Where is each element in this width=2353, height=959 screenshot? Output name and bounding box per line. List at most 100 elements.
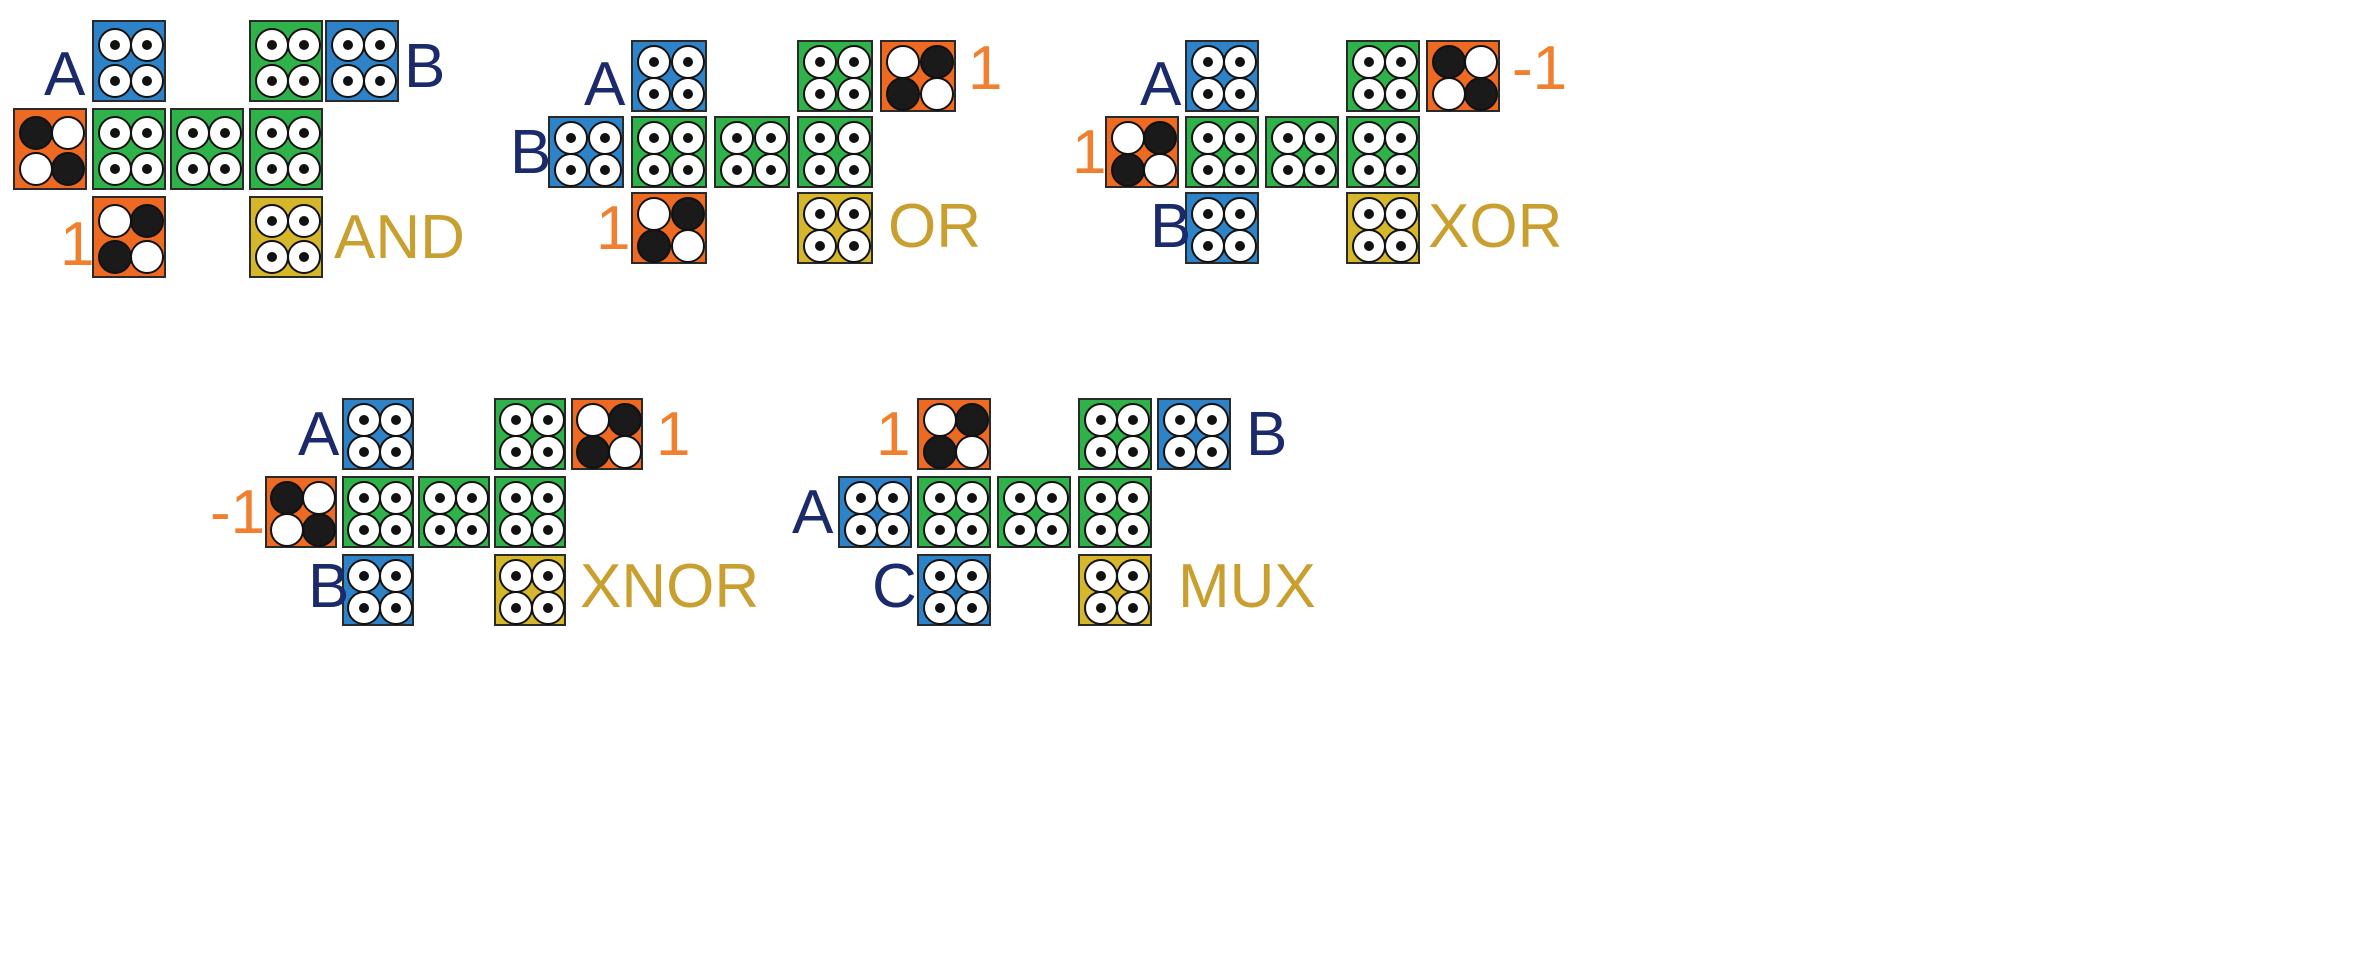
open-hole-icon — [803, 121, 838, 156]
open-hole-icon — [1083, 559, 1118, 594]
open-hole-icon — [97, 64, 132, 99]
and-constant-block — [13, 108, 87, 190]
open-hole-icon — [587, 121, 622, 156]
open-hole-icon — [254, 203, 289, 238]
xnor-input-block — [342, 554, 414, 626]
open-hole-icon — [843, 512, 878, 547]
or-input-block — [548, 116, 624, 188]
open-hole-icon — [922, 590, 957, 625]
open-hole-icon — [836, 197, 871, 232]
xor-output-block — [1346, 192, 1420, 264]
open-hole-icon — [423, 481, 458, 516]
open-hole-icon — [499, 590, 534, 625]
open-hole-icon — [836, 76, 871, 111]
filled-hole-icon — [886, 76, 921, 111]
empty-hole-icon — [886, 45, 921, 80]
open-hole-icon — [378, 434, 413, 469]
open-hole-icon — [637, 45, 672, 80]
open-hole-icon — [97, 27, 132, 62]
open-hole-icon — [1384, 197, 1419, 232]
xor-constant-block — [1426, 40, 1500, 112]
filled-hole-icon — [637, 228, 672, 263]
or-constant-1-label: 1 — [968, 34, 1003, 103]
open-hole-icon — [753, 152, 788, 187]
filled-hole-icon — [922, 434, 957, 469]
empty-hole-icon — [51, 115, 86, 150]
open-hole-icon — [254, 27, 289, 62]
open-hole-icon — [1002, 481, 1037, 516]
open-hole-icon — [175, 115, 210, 150]
open-hole-icon — [208, 115, 243, 150]
filled-hole-icon — [1110, 152, 1145, 187]
filled-hole-icon — [130, 203, 165, 238]
empty-hole-icon — [576, 403, 611, 438]
open-hole-icon — [287, 27, 322, 62]
open-hole-icon — [530, 559, 565, 594]
open-hole-icon — [670, 152, 705, 187]
open-hole-icon — [803, 228, 838, 263]
open-hole-icon — [637, 121, 672, 156]
open-hole-icon — [803, 76, 838, 111]
open-hole-icon — [347, 434, 382, 469]
xnor-input-a-label: A — [298, 400, 340, 469]
open-hole-icon — [499, 512, 534, 547]
xor-logic-block — [1185, 116, 1259, 188]
open-hole-icon — [530, 403, 565, 438]
open-hole-icon — [1162, 403, 1197, 438]
open-hole-icon — [1162, 434, 1197, 469]
open-hole-icon — [254, 152, 289, 187]
open-hole-icon — [97, 115, 132, 150]
open-hole-icon — [1083, 512, 1118, 547]
open-hole-icon — [1223, 76, 1258, 111]
open-hole-icon — [378, 512, 413, 547]
open-hole-icon — [637, 152, 672, 187]
open-hole-icon — [1083, 403, 1118, 438]
xor-logic-block — [1265, 116, 1339, 188]
open-hole-icon — [1223, 121, 1258, 156]
xor-input-a-label: A — [1140, 50, 1182, 119]
empty-hole-icon — [1110, 121, 1145, 156]
open-hole-icon — [1035, 481, 1070, 516]
open-hole-icon — [1195, 403, 1230, 438]
open-hole-icon — [1384, 76, 1419, 111]
xor-input-b-label: B — [1150, 192, 1192, 261]
xor-constant-1-label: -1 — [1512, 34, 1568, 103]
xnor-constant-2-label: -1 — [210, 478, 266, 547]
open-hole-icon — [670, 76, 705, 111]
open-hole-icon — [753, 121, 788, 156]
and-logic-block — [249, 20, 323, 102]
open-hole-icon — [1116, 481, 1151, 516]
xor-input-block — [1185, 192, 1259, 264]
filled-hole-icon — [607, 403, 642, 438]
open-hole-icon — [1190, 197, 1225, 232]
filled-hole-icon — [270, 481, 305, 516]
open-hole-icon — [499, 403, 534, 438]
open-hole-icon — [378, 559, 413, 594]
and-input-block — [92, 20, 166, 102]
mux-input-b-label: B — [1246, 400, 1288, 469]
open-hole-icon — [454, 481, 489, 516]
open-hole-icon — [955, 512, 990, 547]
open-hole-icon — [720, 152, 755, 187]
or-input-a-label: A — [584, 50, 626, 119]
open-hole-icon — [347, 559, 382, 594]
open-hole-icon — [587, 152, 622, 187]
open-hole-icon — [836, 121, 871, 156]
open-hole-icon — [1223, 45, 1258, 80]
open-hole-icon — [97, 152, 132, 187]
mux-input-a-label: A — [792, 478, 834, 547]
empty-hole-icon — [97, 203, 132, 238]
and-input-a-label: A — [44, 40, 86, 109]
open-hole-icon — [876, 481, 911, 516]
filled-hole-icon — [301, 512, 336, 547]
open-hole-icon — [1083, 590, 1118, 625]
open-hole-icon — [1116, 559, 1151, 594]
filled-hole-icon — [1143, 121, 1178, 156]
open-hole-icon — [499, 434, 534, 469]
open-hole-icon — [876, 512, 911, 547]
open-hole-icon — [454, 512, 489, 547]
and-input-b-label: B — [404, 32, 446, 101]
filled-hole-icon — [955, 403, 990, 438]
and-gate-name: AND — [334, 203, 465, 272]
